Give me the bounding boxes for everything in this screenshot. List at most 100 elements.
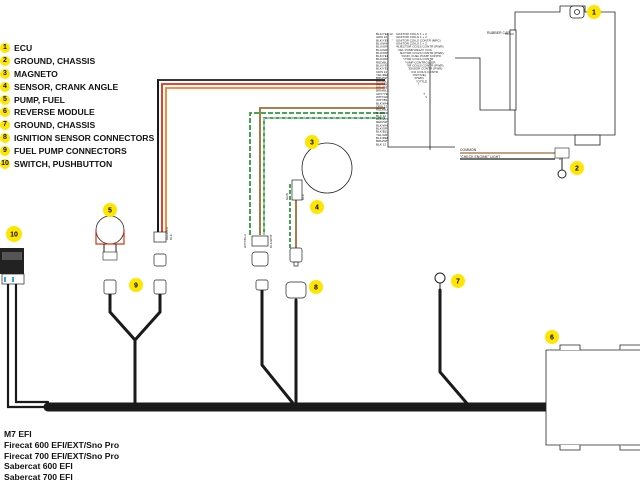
check-engine-label: "CHECK ENGINE" LIGHT — [460, 155, 501, 159]
legend-number: 7 — [0, 120, 10, 131]
pin-wire-color: BRN/WHT 12 — [376, 139, 395, 143]
pin-wire-color: BRN/BLK 14 — [376, 79, 394, 83]
svg-text:BLK/WHT: BLK/WHT — [269, 234, 273, 248]
pin-wire-color: BLU/WHT 10 — [376, 41, 394, 45]
pin-wire-color: BLU/YEL 12 — [376, 64, 393, 68]
callout-1: 1 — [587, 5, 601, 19]
legend-number: 10 — [0, 158, 10, 169]
legend-label: GROUND, CHASSIS — [14, 120, 96, 131]
legend-number: 8 — [0, 132, 10, 143]
pin-wire-color: RED/WHT 12 — [376, 120, 395, 124]
pin-wire-color: YEL/GRN 12 — [376, 133, 394, 137]
pin-wire-color: GRY/YEL 12 — [376, 92, 394, 96]
pin-wire-color: RED/GRN 12 — [376, 111, 395, 115]
ecu-box[interactable] — [387, 5, 616, 150]
model-item: M7 EFI — [4, 429, 32, 439]
pin-function: IGNITOR COILS 1 + 2 — [396, 35, 427, 39]
callout-4: 4 — [310, 200, 324, 214]
pin-wire-color: BLK/YEL 12 — [376, 54, 393, 58]
pin-function: GROUND, INJ COILS CONTR — [396, 70, 439, 74]
ground-ring-terminal-2 — [557, 158, 567, 179]
legend-item: 4 SENSOR, CRANK ANGLE — [0, 80, 154, 93]
pin-wire-color: BLU/ORN 12 — [376, 57, 394, 61]
legend-number: 1 — [0, 43, 10, 54]
callout-7: 7 — [451, 274, 465, 288]
model-item: Sabercat 600 EFI — [4, 461, 73, 472]
fuel-pump-connectors[interactable] — [103, 231, 167, 295]
model-item: Firecat 700 EFI/EXT/Sno Pro — [4, 450, 120, 461]
legend-label: GROUND, CHASSIS — [14, 56, 96, 67]
svg-text:8: 8 — [314, 285, 318, 292]
svg-text:7: 7 — [456, 279, 460, 286]
legend-number: 4 — [0, 81, 10, 92]
common-label: COMMON — [460, 148, 477, 152]
main-harness — [6, 79, 551, 412]
fuel-pump-icon — [95, 215, 125, 261]
pin-function: IGNITOR COILS 1 + 2 — [396, 41, 427, 45]
svg-text:4: 4 — [315, 205, 319, 212]
pin-wire-color: BLK/WHT 12 — [376, 123, 394, 127]
pin-function: IGNITOR COILS 1 + 2 — [396, 32, 427, 36]
callout-10: 10 — [6, 226, 22, 242]
ignition-sensor-connectors[interactable] — [251, 235, 307, 299]
crank-sensor-icon — [289, 179, 303, 267]
svg-text:9: 9 — [134, 283, 138, 290]
pin-function: FUEL PUMP CONTROLLER — [396, 60, 436, 64]
rubber-cap-label: RUBBER CAP — [487, 31, 510, 35]
pin-function: SPEED SENSOR CONTR (PWR) — [396, 67, 442, 71]
legend-number: 5 — [0, 94, 10, 105]
pin-function: FUEL PUMP RELAY COIL — [396, 48, 433, 52]
legend-label: ECU — [14, 43, 33, 54]
pin-wire-color: BLK/ORN 12 — [376, 127, 394, 131]
pin-wire-color: BLK/WHT 12 — [376, 101, 394, 105]
svg-text:2: 2 — [575, 166, 579, 173]
legend-item: 5 PUMP, FUEL — [0, 93, 154, 106]
pin-wire-color: BLK 12 — [376, 114, 386, 118]
pin-wire-color: GRN 10 — [376, 35, 387, 39]
legend-label: MAGNETO — [14, 68, 58, 79]
legend-number: 3 — [0, 68, 10, 79]
callout-9: 9 — [129, 278, 143, 292]
pin-wire-color: RED/BLK 12 — [376, 108, 394, 112]
pin-wire-color: BLK/BLU 12 — [376, 130, 393, 134]
pushbutton-switch-icon[interactable] — [0, 248, 25, 285]
pin-wire-color: BLU/GRN 12 — [376, 45, 394, 49]
pin-function: IGNITOR COILS CONTR (MPC) — [396, 38, 441, 42]
callout-2: 2 — [570, 161, 584, 175]
pin-function: INJECTOR COILS CONTR (PWR) — [396, 64, 444, 68]
pin-function: INJECTOR COILS CONTR (PWR) — [396, 45, 444, 49]
callout-8: 8 — [309, 280, 323, 294]
pin-wire-color: RED/BLK 12 — [376, 60, 394, 64]
connector-pin-labels: RED/BLK BLK WHT/BLU BLK/WHT GRN BLK — [165, 193, 305, 248]
svg-text:10: 10 — [10, 232, 18, 239]
pin-function: GROUND, FUEL PUMP CONTR — [396, 54, 442, 58]
legend-item: 3 MAGNETO — [0, 68, 154, 81]
model-item: Sabercat 700 EFI — [4, 472, 73, 483]
pin-wire-color: BRN/WHT 12 — [376, 76, 395, 80]
reverse-module-box[interactable] — [545, 344, 640, 451]
callout-6: 6 — [545, 330, 559, 344]
callout-5: 5 — [103, 203, 117, 217]
legend-number: 6 — [0, 107, 10, 118]
ground-ring-terminal-7 — [434, 272, 446, 292]
magneto-icon — [301, 142, 353, 194]
legend-number: 9 — [0, 145, 10, 156]
pin-wire-color: BLU/ORN 12 — [376, 51, 394, 55]
pin-wire-color: YEL/RED 12 — [376, 73, 394, 77]
pin-function: INJECTOR COILS CONTR — [396, 57, 434, 61]
pin-wire-color: BLK/YEL 12 — [376, 67, 393, 71]
pin-function: INJECTOR COILS CONTR (PWR) — [396, 51, 444, 55]
pin-wire-color: WHT/GRN 16 — [376, 95, 395, 99]
pin-wire-color: BRN/RED 12 — [376, 86, 395, 90]
legend-number: 2 — [0, 56, 10, 67]
pin-wire-color: WHT/BLU 12 — [376, 98, 395, 102]
svg-text:GRN: GRN — [285, 193, 289, 200]
svg-text:3: 3 — [310, 140, 314, 147]
legend-label: SENSOR, CRANK ANGLE — [14, 81, 119, 92]
legend-label: PUMP, FUEL — [14, 94, 65, 105]
pin-wire-color: BRN/BLK 14 — [376, 89, 394, 93]
